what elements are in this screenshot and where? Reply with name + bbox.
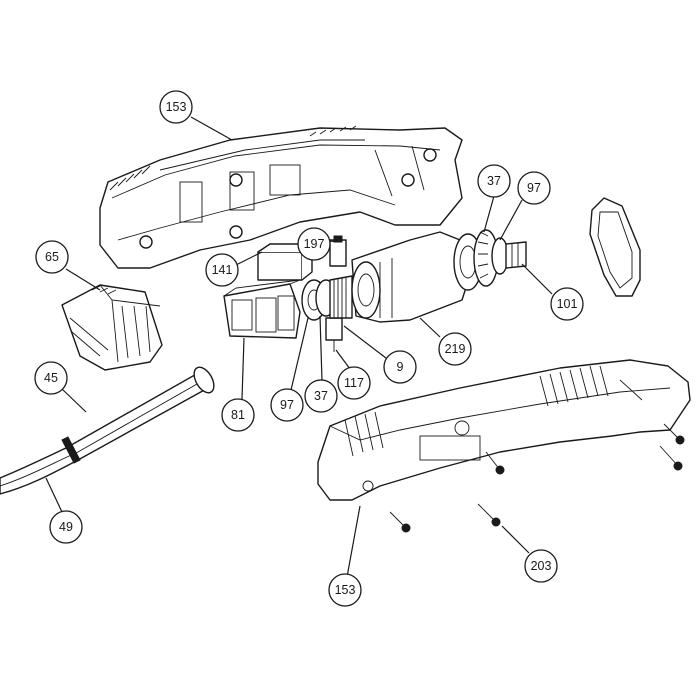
callout-197: 197 xyxy=(297,227,331,261)
svg-text:101: 101 xyxy=(557,297,578,311)
brush-holder-top xyxy=(329,235,347,267)
motor-armature xyxy=(351,231,483,323)
svg-text:203: 203 xyxy=(531,559,552,573)
svg-text:65: 65 xyxy=(45,250,59,264)
screw-1 xyxy=(389,511,411,533)
svg-text:219: 219 xyxy=(445,342,466,356)
callout-37-top: 37 xyxy=(477,164,511,198)
svg-text:197: 197 xyxy=(304,237,325,251)
callout-117: 117 xyxy=(337,366,371,400)
svg-text:37: 37 xyxy=(314,389,328,403)
guard-clip xyxy=(589,197,641,297)
svg-text:153: 153 xyxy=(166,100,187,114)
drive-shaft xyxy=(505,241,527,269)
svg-text:117: 117 xyxy=(344,376,364,390)
callout-45: 45 xyxy=(34,361,68,395)
callout-81: 81 xyxy=(221,398,255,432)
callout-141: 141 xyxy=(205,253,239,287)
svg-text:45: 45 xyxy=(44,371,58,385)
svg-text:49: 49 xyxy=(59,520,73,534)
fan-gear xyxy=(473,229,509,287)
upper-housing-shell xyxy=(99,125,463,269)
callout-101: 101 xyxy=(550,287,584,321)
callout-97-bottom: 97 xyxy=(270,388,304,422)
callout-49: 49 xyxy=(49,510,83,544)
callout-37-bottom: 37 xyxy=(304,379,338,413)
svg-text:9: 9 xyxy=(397,360,404,374)
screw-3 xyxy=(485,451,505,475)
brush-holder-bottom xyxy=(325,317,343,352)
screw-5 xyxy=(659,445,683,471)
callout-203: 203 xyxy=(524,549,558,583)
callout-219: 219 xyxy=(438,332,472,366)
screw-4 xyxy=(663,423,685,445)
svg-text:97: 97 xyxy=(527,181,541,195)
lower-housing-shell xyxy=(317,359,691,501)
callout-65: 65 xyxy=(35,240,69,274)
callout-153-top: 153 xyxy=(159,90,193,124)
callout-9: 9 xyxy=(383,350,417,384)
svg-text:81: 81 xyxy=(231,408,245,422)
vent-cap xyxy=(61,284,163,371)
leader-lines xyxy=(45,116,553,578)
svg-text:97: 97 xyxy=(280,398,294,412)
svg-text:141: 141 xyxy=(212,263,233,277)
svg-text:37: 37 xyxy=(487,174,501,188)
callout-153-bottom: 153 xyxy=(328,573,362,607)
switch-assembly xyxy=(223,243,313,339)
rear-bearing xyxy=(301,279,337,321)
commutator xyxy=(329,275,353,319)
screw-2 xyxy=(477,503,501,527)
callout-97-top: 97 xyxy=(517,171,551,205)
power-cable xyxy=(0,366,215,495)
svg-text:153: 153 xyxy=(335,583,356,597)
